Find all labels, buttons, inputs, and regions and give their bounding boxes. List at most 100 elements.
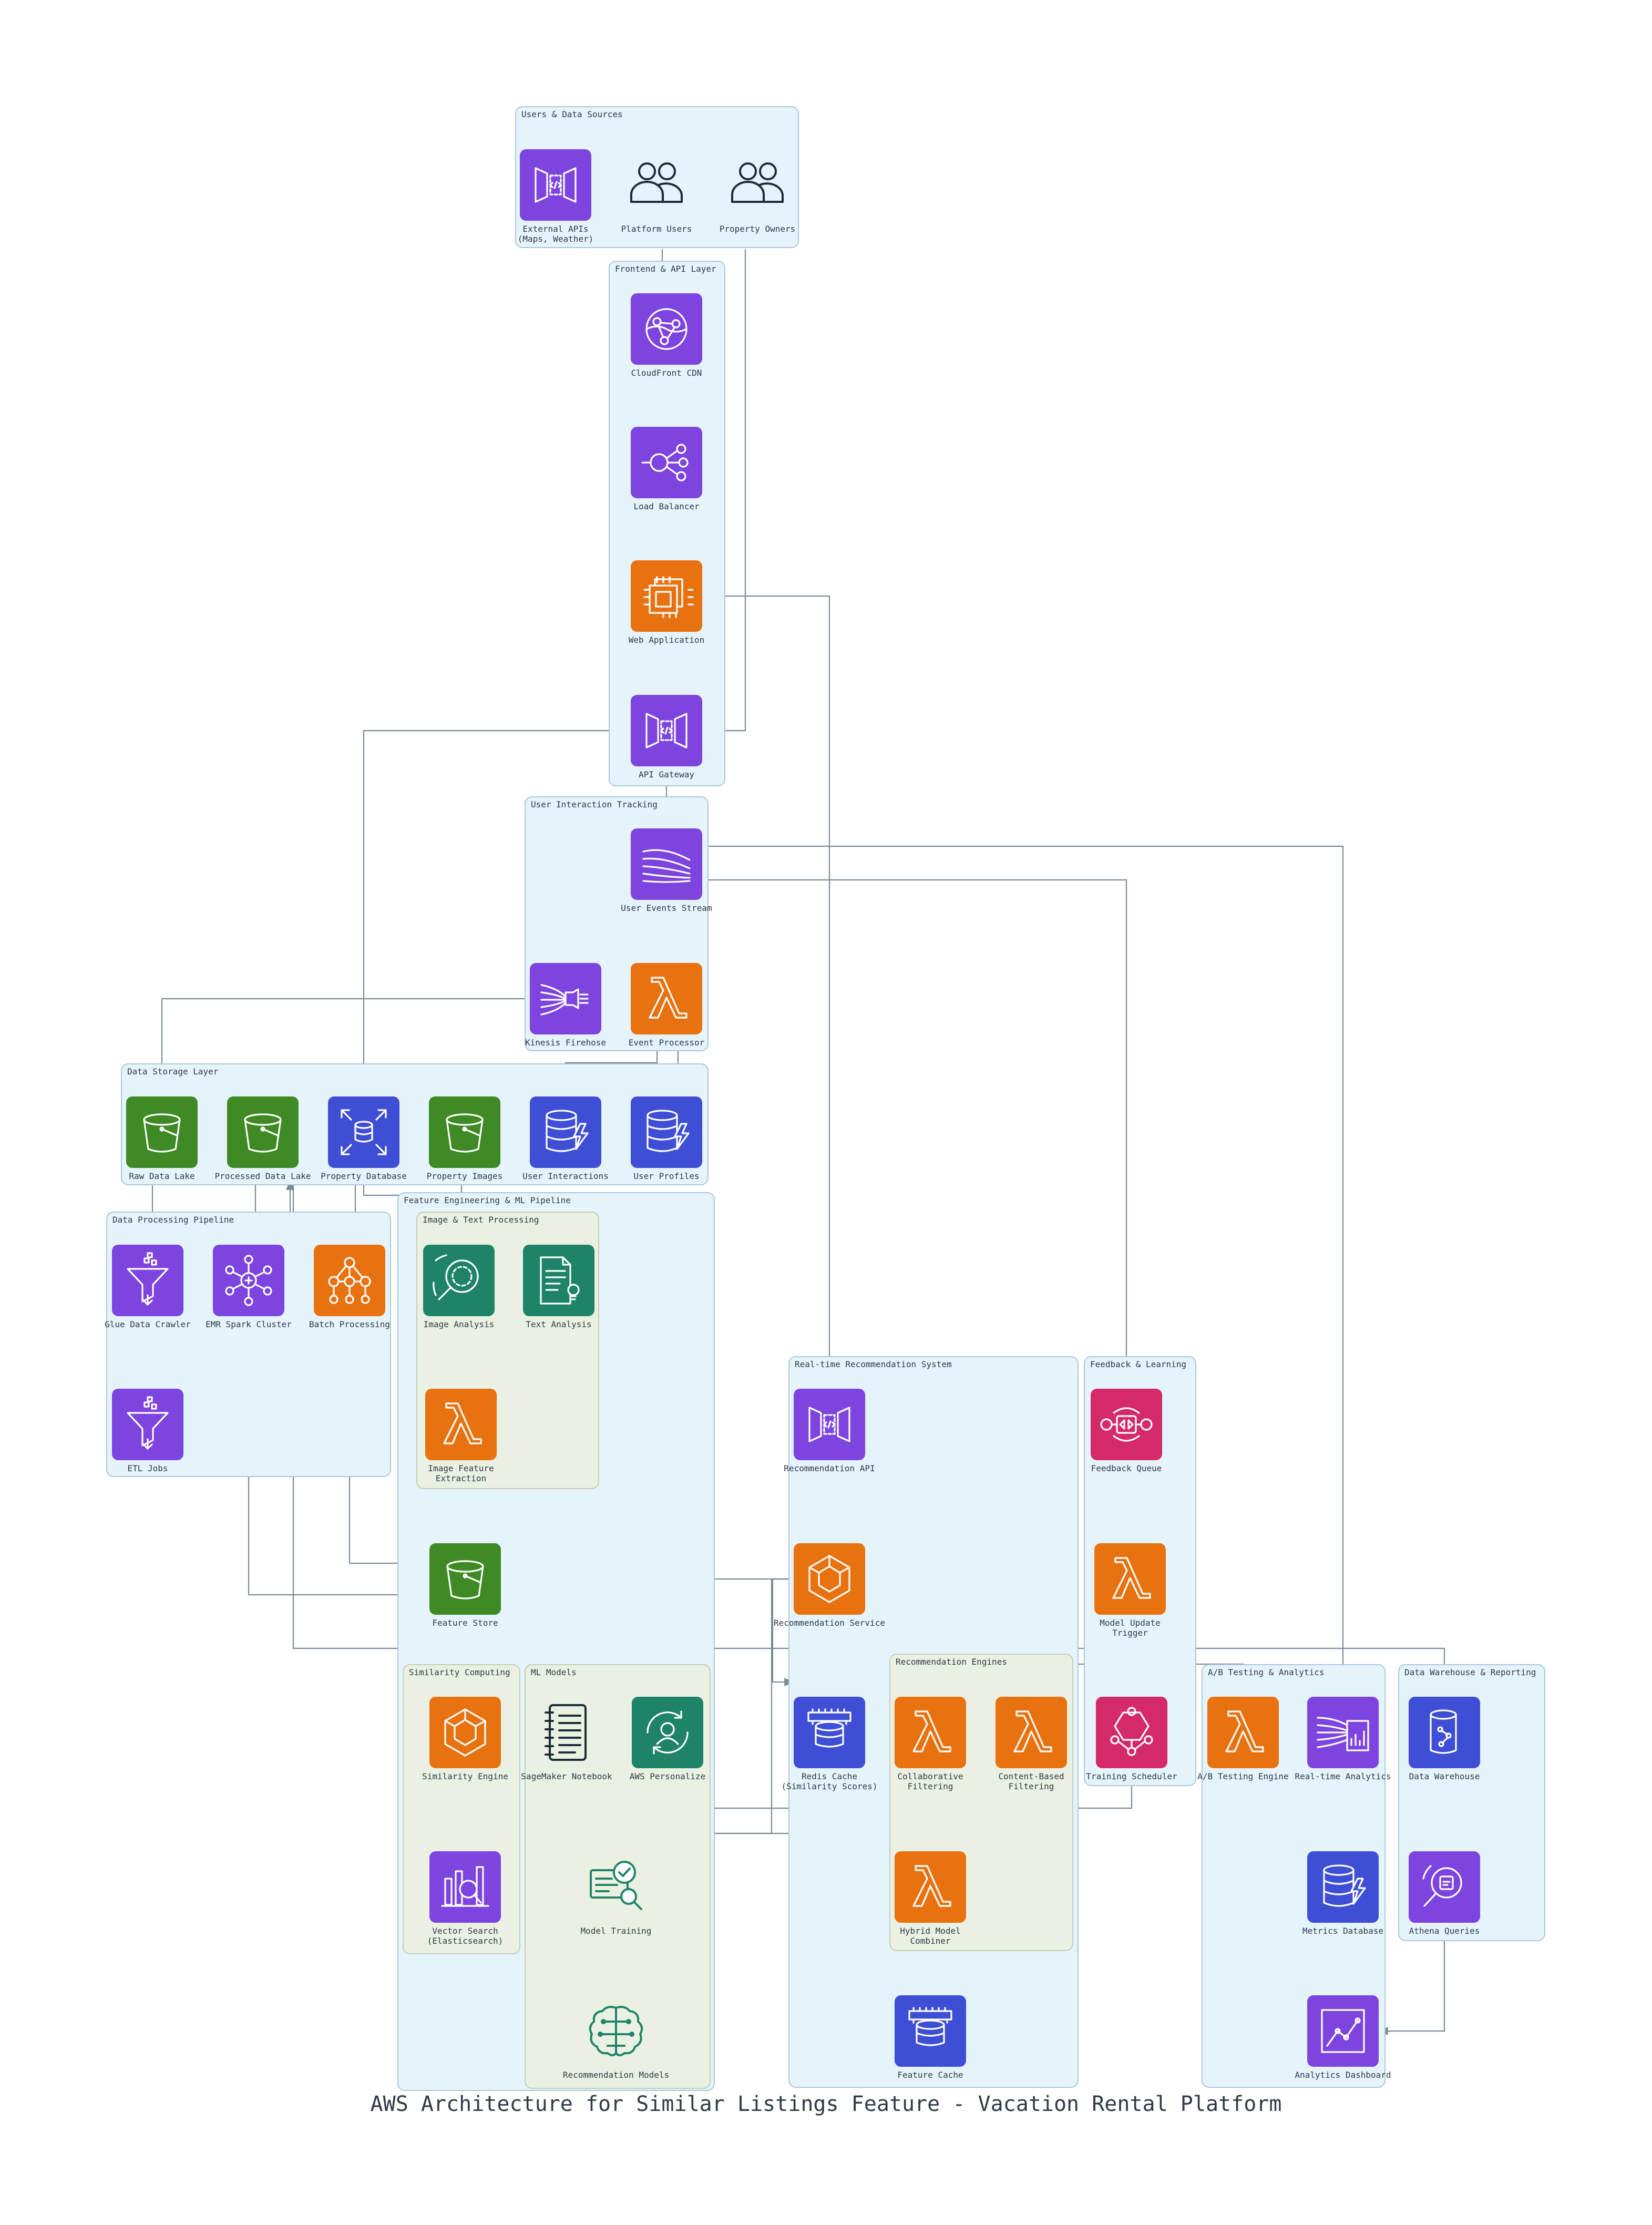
athena-icon xyxy=(1422,1865,1462,1907)
node-label-propimg: Property Images xyxy=(426,1171,503,1181)
cluster-title: Similarity Computing xyxy=(409,1667,510,1677)
cluster-storage: Data Storage Layer xyxy=(121,1063,709,1185)
node-abengine[interactable] xyxy=(1207,1697,1279,1768)
node-apigw[interactable] xyxy=(631,695,702,766)
node-dwh[interactable] xyxy=(1409,1697,1480,1768)
node-label-batch: Batch Processing xyxy=(309,1319,391,1329)
rekognition-icon xyxy=(433,1254,479,1300)
node-label-recsvc: Recommendation Service xyxy=(774,1618,885,1628)
node-dashboard[interactable] xyxy=(1307,1995,1379,2067)
node-platform_users[interactable] xyxy=(621,149,692,221)
emr-cluster-icon xyxy=(225,1255,272,1306)
cluster-title: Data Warehouse & Reporting xyxy=(1404,1667,1536,1677)
quicksight-icon xyxy=(1321,2009,1365,2053)
connection-arrow xyxy=(772,1578,795,1686)
node-modeltrig[interactable] xyxy=(1094,1543,1166,1615)
node-hybrid[interactable] xyxy=(895,1851,966,1923)
node-featstore[interactable] xyxy=(429,1543,501,1615)
node-label-collab: Collaborative Filtering xyxy=(897,1771,963,1791)
redshift-icon xyxy=(1430,1709,1457,1754)
node-label-etl: ETL Jobs xyxy=(127,1463,168,1473)
node-simengine[interactable] xyxy=(429,1697,501,1768)
firehose-icon xyxy=(540,984,589,1016)
elasticsearch-icon xyxy=(441,1866,489,1907)
node-label-featstore: Feature Store xyxy=(432,1618,498,1628)
node-proclake[interactable] xyxy=(227,1096,299,1168)
node-label-webapp: Web Application xyxy=(628,635,705,645)
ecs-hexagon-icon xyxy=(808,1555,850,1603)
elasticache-icon xyxy=(908,2007,952,2046)
node-label-owners: Property Owners xyxy=(719,224,796,234)
api-gateway-icon xyxy=(808,1407,850,1442)
node-athena[interactable] xyxy=(1409,1851,1480,1923)
lambda-icon xyxy=(1013,1710,1052,1752)
node-rtanalytics[interactable] xyxy=(1307,1697,1379,1768)
batch-icon xyxy=(328,1257,371,1304)
node-label-dwh: Data Warehouse xyxy=(1409,1771,1480,1781)
node-lb[interactable] xyxy=(631,427,702,498)
ecs-hexagon-icon xyxy=(444,1708,486,1757)
node-label-imganalysis: Image Analysis xyxy=(423,1319,495,1329)
node-label-glue: Glue Data Crawler xyxy=(105,1319,191,1329)
brain-circuit-icon xyxy=(589,2006,643,2056)
node-batch[interactable] xyxy=(314,1245,385,1316)
node-redis[interactable] xyxy=(794,1697,865,1768)
node-imgfeat[interactable] xyxy=(425,1389,497,1460)
node-ext_api[interactable] xyxy=(520,149,591,221)
node-featcache[interactable] xyxy=(895,1995,966,2067)
node-evproc[interactable] xyxy=(631,963,702,1034)
glue-funnel-icon xyxy=(127,1396,169,1450)
node-recapi[interactable] xyxy=(794,1389,865,1460)
node-textanalysis[interactable] xyxy=(523,1245,594,1316)
node-label-abengine: A/B Testing Engine xyxy=(1197,1771,1289,1781)
node-collab[interactable] xyxy=(895,1697,966,1768)
node-userint[interactable] xyxy=(530,1096,601,1168)
node-firehose[interactable] xyxy=(530,963,601,1034)
node-content[interactable] xyxy=(996,1697,1067,1768)
node-events[interactable] xyxy=(631,828,702,900)
connection-arrow xyxy=(360,730,631,1086)
node-label-userprof: User Profiles xyxy=(633,1171,700,1181)
glue-funnel-icon xyxy=(127,1252,169,1306)
node-propdb[interactable] xyxy=(328,1096,399,1168)
node-label-rawlake: Raw Data Lake xyxy=(129,1171,195,1181)
node-recmodels[interactable] xyxy=(580,1995,652,2067)
node-personalize[interactable] xyxy=(632,1697,703,1768)
api-gateway-icon xyxy=(645,713,688,748)
node-sagemaker[interactable] xyxy=(531,1697,602,1768)
node-label-vecsearch: Vector Search (Elasticsearch) xyxy=(427,1926,504,1946)
cluster-title: ML Models xyxy=(531,1667,577,1677)
node-label-platform_users: Platform Users xyxy=(621,224,692,234)
node-glue[interactable] xyxy=(112,1245,183,1316)
lambda-icon xyxy=(1112,1557,1151,1599)
node-label-simengine: Similarity Engine xyxy=(422,1771,508,1781)
rds-icon xyxy=(341,1109,387,1155)
node-label-firehose: Kinesis Firehose xyxy=(525,1038,607,1048)
node-cloudfront[interactable] xyxy=(631,293,702,365)
node-vecsearch[interactable] xyxy=(429,1851,501,1923)
node-label-events: User Events Stream xyxy=(621,903,712,913)
node-label-cloudfront: CloudFront CDN xyxy=(631,368,702,378)
node-label-metricsdb: Metrics Database xyxy=(1302,1926,1384,1936)
node-metricsdb[interactable] xyxy=(1307,1851,1379,1923)
cluster-title: User Interaction Tracking xyxy=(531,799,658,809)
model-training-icon xyxy=(590,1861,642,1910)
node-rawlake[interactable] xyxy=(126,1096,198,1168)
node-label-dashboard: Analytics Dashboard xyxy=(1295,2070,1391,2080)
node-owners[interactable] xyxy=(722,149,793,221)
node-propimg[interactable] xyxy=(429,1096,500,1168)
node-trainsched[interactable] xyxy=(1096,1697,1167,1768)
node-emr[interactable] xyxy=(213,1245,284,1316)
node-training[interactable] xyxy=(580,1851,652,1923)
node-label-training: Model Training xyxy=(580,1926,652,1936)
node-fbqueue[interactable] xyxy=(1091,1389,1162,1460)
node-etl[interactable] xyxy=(112,1389,183,1460)
node-imganalysis[interactable] xyxy=(423,1245,495,1316)
node-recsvc[interactable] xyxy=(794,1543,865,1615)
cluster-title: Users & Data Sources xyxy=(521,109,623,119)
cluster-title: Recommendation Engines xyxy=(896,1657,1007,1667)
node-webapp[interactable] xyxy=(631,560,702,632)
node-label-rtanalytics: Real-time Analytics xyxy=(1295,1771,1391,1781)
node-userprof[interactable] xyxy=(631,1096,702,1168)
